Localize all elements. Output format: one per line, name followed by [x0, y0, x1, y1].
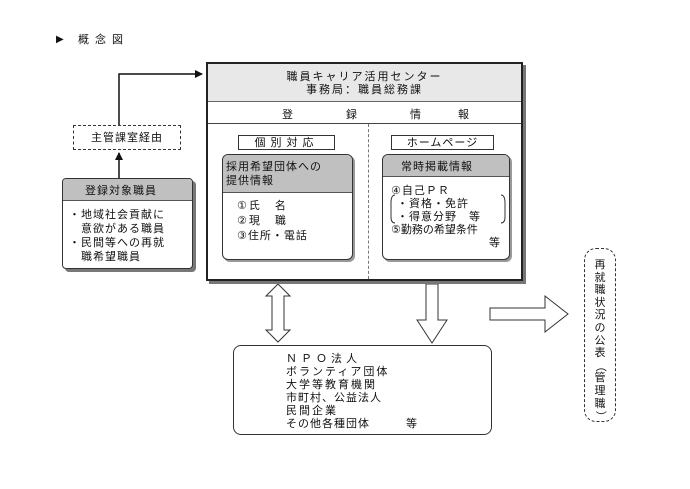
down-arrow-center-partners [416, 283, 448, 344]
title-marker: ▶ [56, 34, 64, 45]
register-word: 録 [346, 108, 357, 121]
career-center-box: 職員キャリア活用センター 事務局：職員総務課 登 録 情 報 個別対応 ホームペ… [206, 62, 523, 281]
partner-line: ボランティア団体 [286, 365, 390, 378]
partner-organizations-box: ＮＰＯ法人 ボランティア団体 大学等教育機関 市町村、公益法人 民間企業 その他… [233, 345, 492, 435]
register-info-row [208, 102, 521, 124]
individual-item: ③住所・電話 [237, 229, 308, 242]
bracket-lines [390, 194, 506, 224]
via-department-box: 主管課室経由 [73, 125, 181, 150]
individual-info-box: 採用希望団体への 提供情報 ①氏 名 ②現 職 ③住所・電話 [222, 154, 353, 260]
individual-heading-line: 採用希望団体への [226, 160, 322, 173]
center-subtitle: 事務局：職員総務課 [306, 83, 423, 96]
homepage-line: ⑤勤務の希望条件 [391, 223, 478, 236]
right-arrow-to-publish [489, 294, 569, 334]
register-word: 登 [282, 108, 293, 121]
homepage-line: ・得意分野 等 [397, 210, 481, 223]
tab-individual-response: 個別対応 [238, 135, 335, 150]
partner-line: 民間企業 [286, 404, 338, 417]
individual-item: ①氏 名 [237, 199, 288, 212]
partner-line: その他各種団体 等 [286, 417, 418, 430]
individual-item: ②現 職 [237, 214, 288, 227]
target-staff-header [63, 179, 192, 201]
individual-info-header [223, 155, 352, 193]
homepage-line: ④自己ＰＲ [391, 184, 450, 197]
double-arrow-center-partners [264, 283, 292, 343]
target-staff-box: 登録対象職員 ・地域社会貢献に 意欲がある職員 ・民間等への再就 職希望職員 [62, 178, 193, 269]
homepage-info-header [383, 155, 509, 177]
homepage-line: ・資格・免許 [397, 197, 469, 210]
partner-line: 大学等教育機関 [286, 378, 377, 391]
diagram-title: 概念図 [78, 33, 129, 46]
target-line: ・民間等への再就 [69, 236, 165, 249]
individual-heading-line: 提供情報 [226, 174, 274, 187]
arrow-via-to-center [118, 70, 203, 125]
homepage-heading: 常時掲載情報 [401, 160, 473, 173]
center-header [208, 64, 521, 102]
target-line: 職希望職員 [69, 250, 141, 263]
publish-text: 再就職状況の公表（管理職） [594, 258, 608, 422]
target-heading: 登録対象職員 [85, 184, 157, 197]
publish-status-box: 再就職状況の公表（管理職） [584, 248, 616, 422]
partner-line: 市町村、公益法人 [286, 391, 382, 404]
tab-homepage: ホームページ [391, 135, 494, 150]
register-word: 情 [410, 108, 421, 121]
partner-line: ＮＰＯ法人 [286, 352, 361, 365]
target-line: ・地域社会貢献に [69, 208, 165, 221]
column-divider [368, 124, 369, 279]
target-line: 意欲がある職員 [69, 222, 165, 235]
register-word: 報 [458, 108, 469, 121]
homepage-line: 等 [489, 236, 500, 249]
homepage-info-box: 常時掲載情報 ④自己ＰＲ ・資格・免許 ・得意分野 等 ⑤勤務の希望条件 等 [382, 154, 510, 260]
center-title: 職員キャリア活用センター [286, 70, 443, 83]
